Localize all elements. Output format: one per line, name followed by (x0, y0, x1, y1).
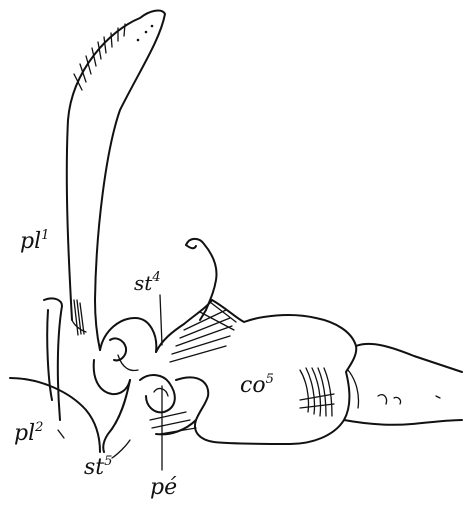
bristled-appendage (67, 11, 165, 350)
tip-dots (137, 25, 154, 42)
coxa-striations (300, 368, 334, 416)
membrane-shading (150, 302, 236, 434)
sternite-4 (186, 239, 217, 320)
base-shading (74, 300, 84, 335)
label-pl2: pl2 (14, 420, 43, 446)
bristles (74, 24, 125, 90)
svg-text:pé: pé (150, 475, 177, 500)
label-pe: pé (150, 475, 177, 500)
svg-text:co5: co5 (240, 372, 274, 398)
svg-text:pl2: pl2 (14, 420, 43, 446)
svg-text:st5: st5 (84, 454, 112, 480)
label-co5: co5 (240, 372, 274, 398)
svg-text:st4: st4 (134, 270, 161, 295)
distal-segment (344, 344, 462, 425)
articulation (94, 300, 236, 452)
label-pl1: pl1 (20, 228, 49, 254)
svg-text:pl1: pl1 (20, 228, 49, 254)
label-st4: st4 (134, 270, 161, 295)
label-st5: st5 (84, 454, 112, 480)
